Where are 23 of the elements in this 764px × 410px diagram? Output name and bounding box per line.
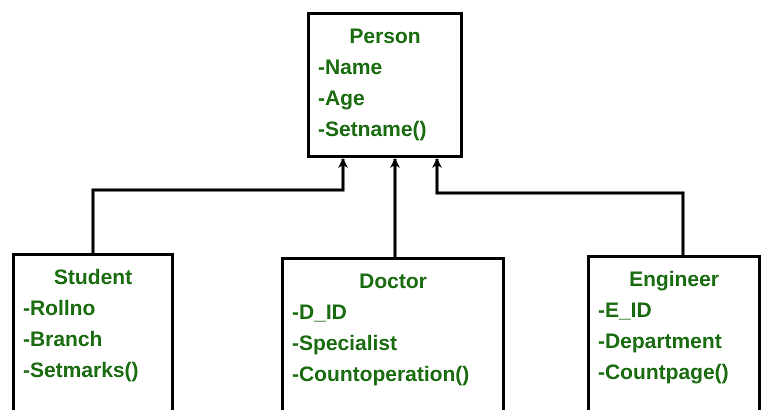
class-name: Doctor — [358, 269, 428, 295]
arrow — [92, 158, 348, 253]
class-member: -Setmarks() — [23, 358, 140, 384]
class-member: -Countoperation() — [292, 362, 470, 388]
class-box — [281, 257, 505, 410]
class-member: -Countpage() — [598, 360, 730, 386]
class-member: -D_ID — [292, 300, 348, 326]
class-member: -Age — [318, 86, 366, 112]
class-member: -Department — [598, 329, 723, 355]
class-member: -Setname() — [318, 117, 428, 143]
class-name: Engineer — [628, 267, 720, 293]
arrow — [390, 158, 400, 257]
class-box — [12, 253, 174, 410]
class-box — [307, 12, 463, 158]
class-member: -Rollno — [23, 296, 96, 322]
arrow — [432, 158, 684, 255]
class-name: Person — [348, 24, 422, 50]
class-member: -Branch — [23, 327, 104, 353]
class-member: -Name — [318, 55, 384, 81]
class-box — [587, 255, 761, 410]
class-member: -Specialist — [292, 331, 398, 357]
class-member: -E_ID — [598, 298, 653, 324]
class-name: Student — [52, 265, 134, 291]
